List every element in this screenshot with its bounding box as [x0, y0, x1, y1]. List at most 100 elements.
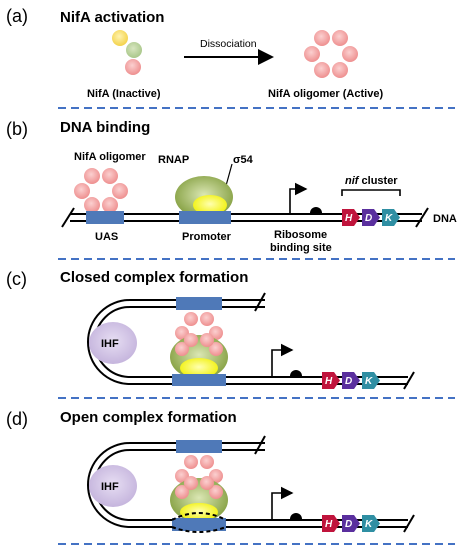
ribosome-binding-site-marker [290, 370, 302, 376]
transcription-start-arrow [271, 486, 294, 520]
nifa-oligomer-subunit [332, 62, 348, 78]
nifa-oligomer-subunit [209, 342, 223, 356]
nifa-active-label: NifA oligomer (Active) [268, 88, 383, 100]
panel-c-title: Closed complex formation [60, 269, 248, 286]
nifa-monomer [112, 30, 128, 46]
sigma54-label: σ54 [233, 154, 254, 166]
nifa-oligomer-subunit [184, 312, 198, 326]
gene-h-label: H [325, 376, 333, 387]
nifa-oligomer-subunit [184, 333, 198, 347]
panel-d-title: Open complex formation [60, 409, 237, 426]
uas-box [176, 297, 222, 310]
rbs-label-line2: binding site [270, 242, 332, 254]
gene-k [362, 372, 380, 389]
nifa-oligomer [74, 168, 128, 213]
ihf-label: IHF [101, 481, 119, 493]
panel-a: (a) NifA activation NifA (Inactive) Diss… [6, 6, 455, 109]
panel-b: (b) DNA binding NifA oligomer RNAP σ54 [6, 119, 457, 260]
uas-box [86, 211, 124, 224]
nifa-oligomer-subunit [184, 476, 198, 490]
gene-k-label: K [385, 213, 393, 224]
nifa-oligomer-subunit [74, 183, 90, 199]
gene-h [322, 372, 340, 389]
nifa-oligomer-lower [175, 476, 223, 499]
nifa-oligomer-subunit [102, 197, 118, 213]
nifa-oligomer-lower [175, 333, 223, 356]
gene-k [382, 209, 400, 226]
panel-d: (d) Open complex formation IHF [6, 409, 455, 545]
nifa-monomers [112, 30, 142, 75]
nifa-oligomer-subunit [209, 485, 223, 499]
nifa-monomer [125, 59, 141, 75]
gene-k-label: K [365, 519, 373, 530]
nifa-oligomer-subunit [200, 312, 214, 326]
nifa-monomer [126, 42, 142, 58]
nifa-oligomer [175, 455, 223, 483]
open-bubble-top-strand [171, 512, 227, 521]
dna-label: DNA [433, 213, 457, 225]
nifa-oligomer-subunit [175, 342, 189, 356]
panel-b-title: DNA binding [60, 119, 150, 136]
rnap-label: RNAP [158, 154, 189, 166]
nifa-oligomer-subunit [304, 46, 320, 62]
ribosome-binding-site-marker [310, 207, 322, 213]
gene-d [342, 515, 360, 532]
nif-genes: H D K [342, 209, 400, 226]
ihf [89, 465, 137, 507]
nifa-oligomer-subunit [84, 197, 100, 213]
nifa-oligomer-subunit [200, 476, 214, 490]
gene-h [322, 515, 340, 532]
nifa-oligomer-subunit [102, 168, 118, 184]
nifa-oligomer-subunit [332, 30, 348, 46]
gene-k [362, 515, 380, 532]
open-bubble-bottom-strand [171, 526, 227, 533]
promoter-box [179, 211, 231, 224]
nif-cluster-label: nif cluster [345, 175, 398, 187]
gene-h [342, 209, 360, 226]
rbs-label-line1: Ribosome [274, 229, 327, 241]
promoter-label: Promoter [182, 231, 232, 243]
transcription-start-arrow [271, 343, 294, 377]
nifa-oligomer-subunit [200, 455, 214, 469]
ihf [89, 322, 137, 364]
nifa-oligomer-subunit [314, 62, 330, 78]
nifa-oligomer-subunit [84, 168, 100, 184]
uas-label: UAS [95, 231, 118, 243]
nifa-oligomer [175, 312, 223, 340]
panel-c-letter: (c) [6, 269, 27, 289]
ihf-label: IHF [101, 338, 119, 350]
nifa-oligomer-subunit [184, 455, 198, 469]
dissociation-label: Dissociation [200, 38, 257, 50]
nifa-oligomer-subunit [112, 183, 128, 199]
oligomer-label: NifA oligomer [74, 151, 146, 163]
gene-k-label: K [365, 376, 373, 387]
gene-d [362, 209, 380, 226]
nifa-oligomer-subunit [342, 46, 358, 62]
gene-d [342, 372, 360, 389]
ribosome-binding-site-marker [290, 513, 302, 519]
nifa-oligomer-ring [304, 30, 358, 78]
sigma54 [193, 195, 227, 215]
panel-a-title: NifA activation [60, 9, 164, 26]
transcription-start-arrow [289, 182, 308, 214]
gene-d-label: D [345, 376, 352, 387]
nifa-inactive-label: NifA (Inactive) [87, 88, 161, 100]
panel-d-letter: (d) [6, 409, 28, 429]
nifa-oligomer-subunit [175, 485, 189, 499]
panel-a-letter: (a) [6, 6, 28, 26]
nifa-oligomer-subunit [200, 333, 214, 347]
promoter-box [172, 374, 226, 386]
sigma54 [180, 358, 218, 378]
gene-h-label: H [345, 213, 353, 224]
nifa-oligomer-subunit [314, 30, 330, 46]
panel-b-letter: (b) [6, 119, 28, 139]
uas-box [176, 440, 222, 453]
nif-cluster-bracket [341, 189, 401, 196]
panel-c: (c) Closed complex formation IHF [6, 269, 455, 399]
nif-genes: H D K [322, 372, 380, 389]
gene-d-label: D [365, 213, 372, 224]
gene-h-label: H [325, 519, 333, 530]
gene-d-label: D [345, 519, 352, 530]
